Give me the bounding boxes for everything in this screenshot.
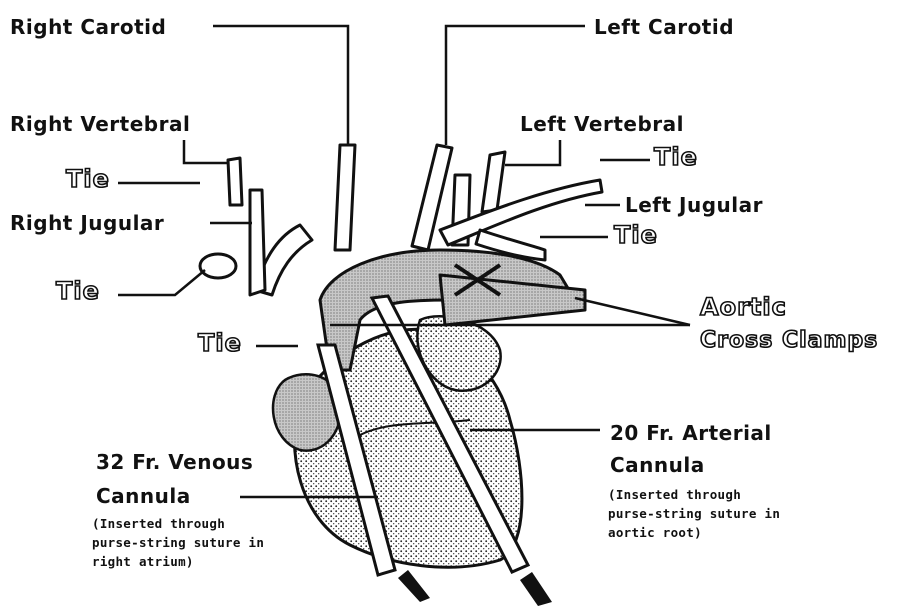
label-left-carotid: Left Carotid bbox=[594, 16, 734, 38]
leader-aortic-clamp-1 bbox=[575, 298, 690, 325]
right-jugular-branch bbox=[250, 190, 265, 295]
label-right-carotid: Right Carotid bbox=[10, 16, 166, 38]
arterial-cannula-arrow-icon bbox=[520, 572, 552, 606]
label-venous-cannula-line1: 32 Fr. Venous bbox=[96, 451, 253, 473]
label-tie-upper-right: Tie bbox=[654, 146, 698, 168]
label-cross-clamps: Cross Clamps bbox=[700, 330, 878, 352]
label-venous-note-line2: purse-string suture in bbox=[92, 534, 264, 551]
label-arterial-note-line2: purse-string suture in bbox=[608, 505, 780, 522]
label-tie-upper-left: Tie bbox=[66, 168, 110, 190]
label-arterial-cannula-line2: Cannula bbox=[610, 454, 705, 476]
label-tie-lower: Tie bbox=[198, 332, 242, 354]
label-venous-cannula-line2: Cannula bbox=[96, 485, 191, 507]
leader-left-vertebral bbox=[505, 140, 560, 165]
label-venous-note-line3: right atrium) bbox=[92, 553, 194, 570]
right-carotid-vessel bbox=[335, 145, 355, 250]
label-tie-middle-right: Tie bbox=[614, 224, 658, 246]
label-left-vertebral: Left Vertebral bbox=[520, 113, 684, 135]
label-right-jugular: Right Jugular bbox=[10, 212, 164, 234]
right-vertebral-vessel bbox=[228, 158, 242, 205]
leader-right-carotid bbox=[213, 26, 348, 145]
leader-tie-middle-left bbox=[118, 270, 205, 295]
label-arterial-cannula-line1: 20 Fr. Arterial bbox=[610, 422, 772, 444]
left-vertebral-vessel bbox=[482, 152, 505, 212]
right-subclavian-stump bbox=[200, 254, 236, 278]
label-arterial-note-line1: (Inserted through bbox=[608, 486, 741, 503]
label-arterial-note-line3: aortic root) bbox=[608, 524, 702, 541]
label-aortic: Aortic bbox=[700, 296, 787, 318]
label-tie-middle-left: Tie bbox=[56, 280, 100, 302]
label-left-jugular: Left Jugular bbox=[625, 194, 763, 216]
heart bbox=[273, 316, 522, 567]
venous-cannula-arrow-icon bbox=[398, 570, 430, 602]
leader-right-vertebral bbox=[184, 140, 228, 163]
label-venous-note-line1: (Inserted through bbox=[92, 515, 225, 532]
label-right-vertebral: Right Vertebral bbox=[10, 113, 190, 135]
